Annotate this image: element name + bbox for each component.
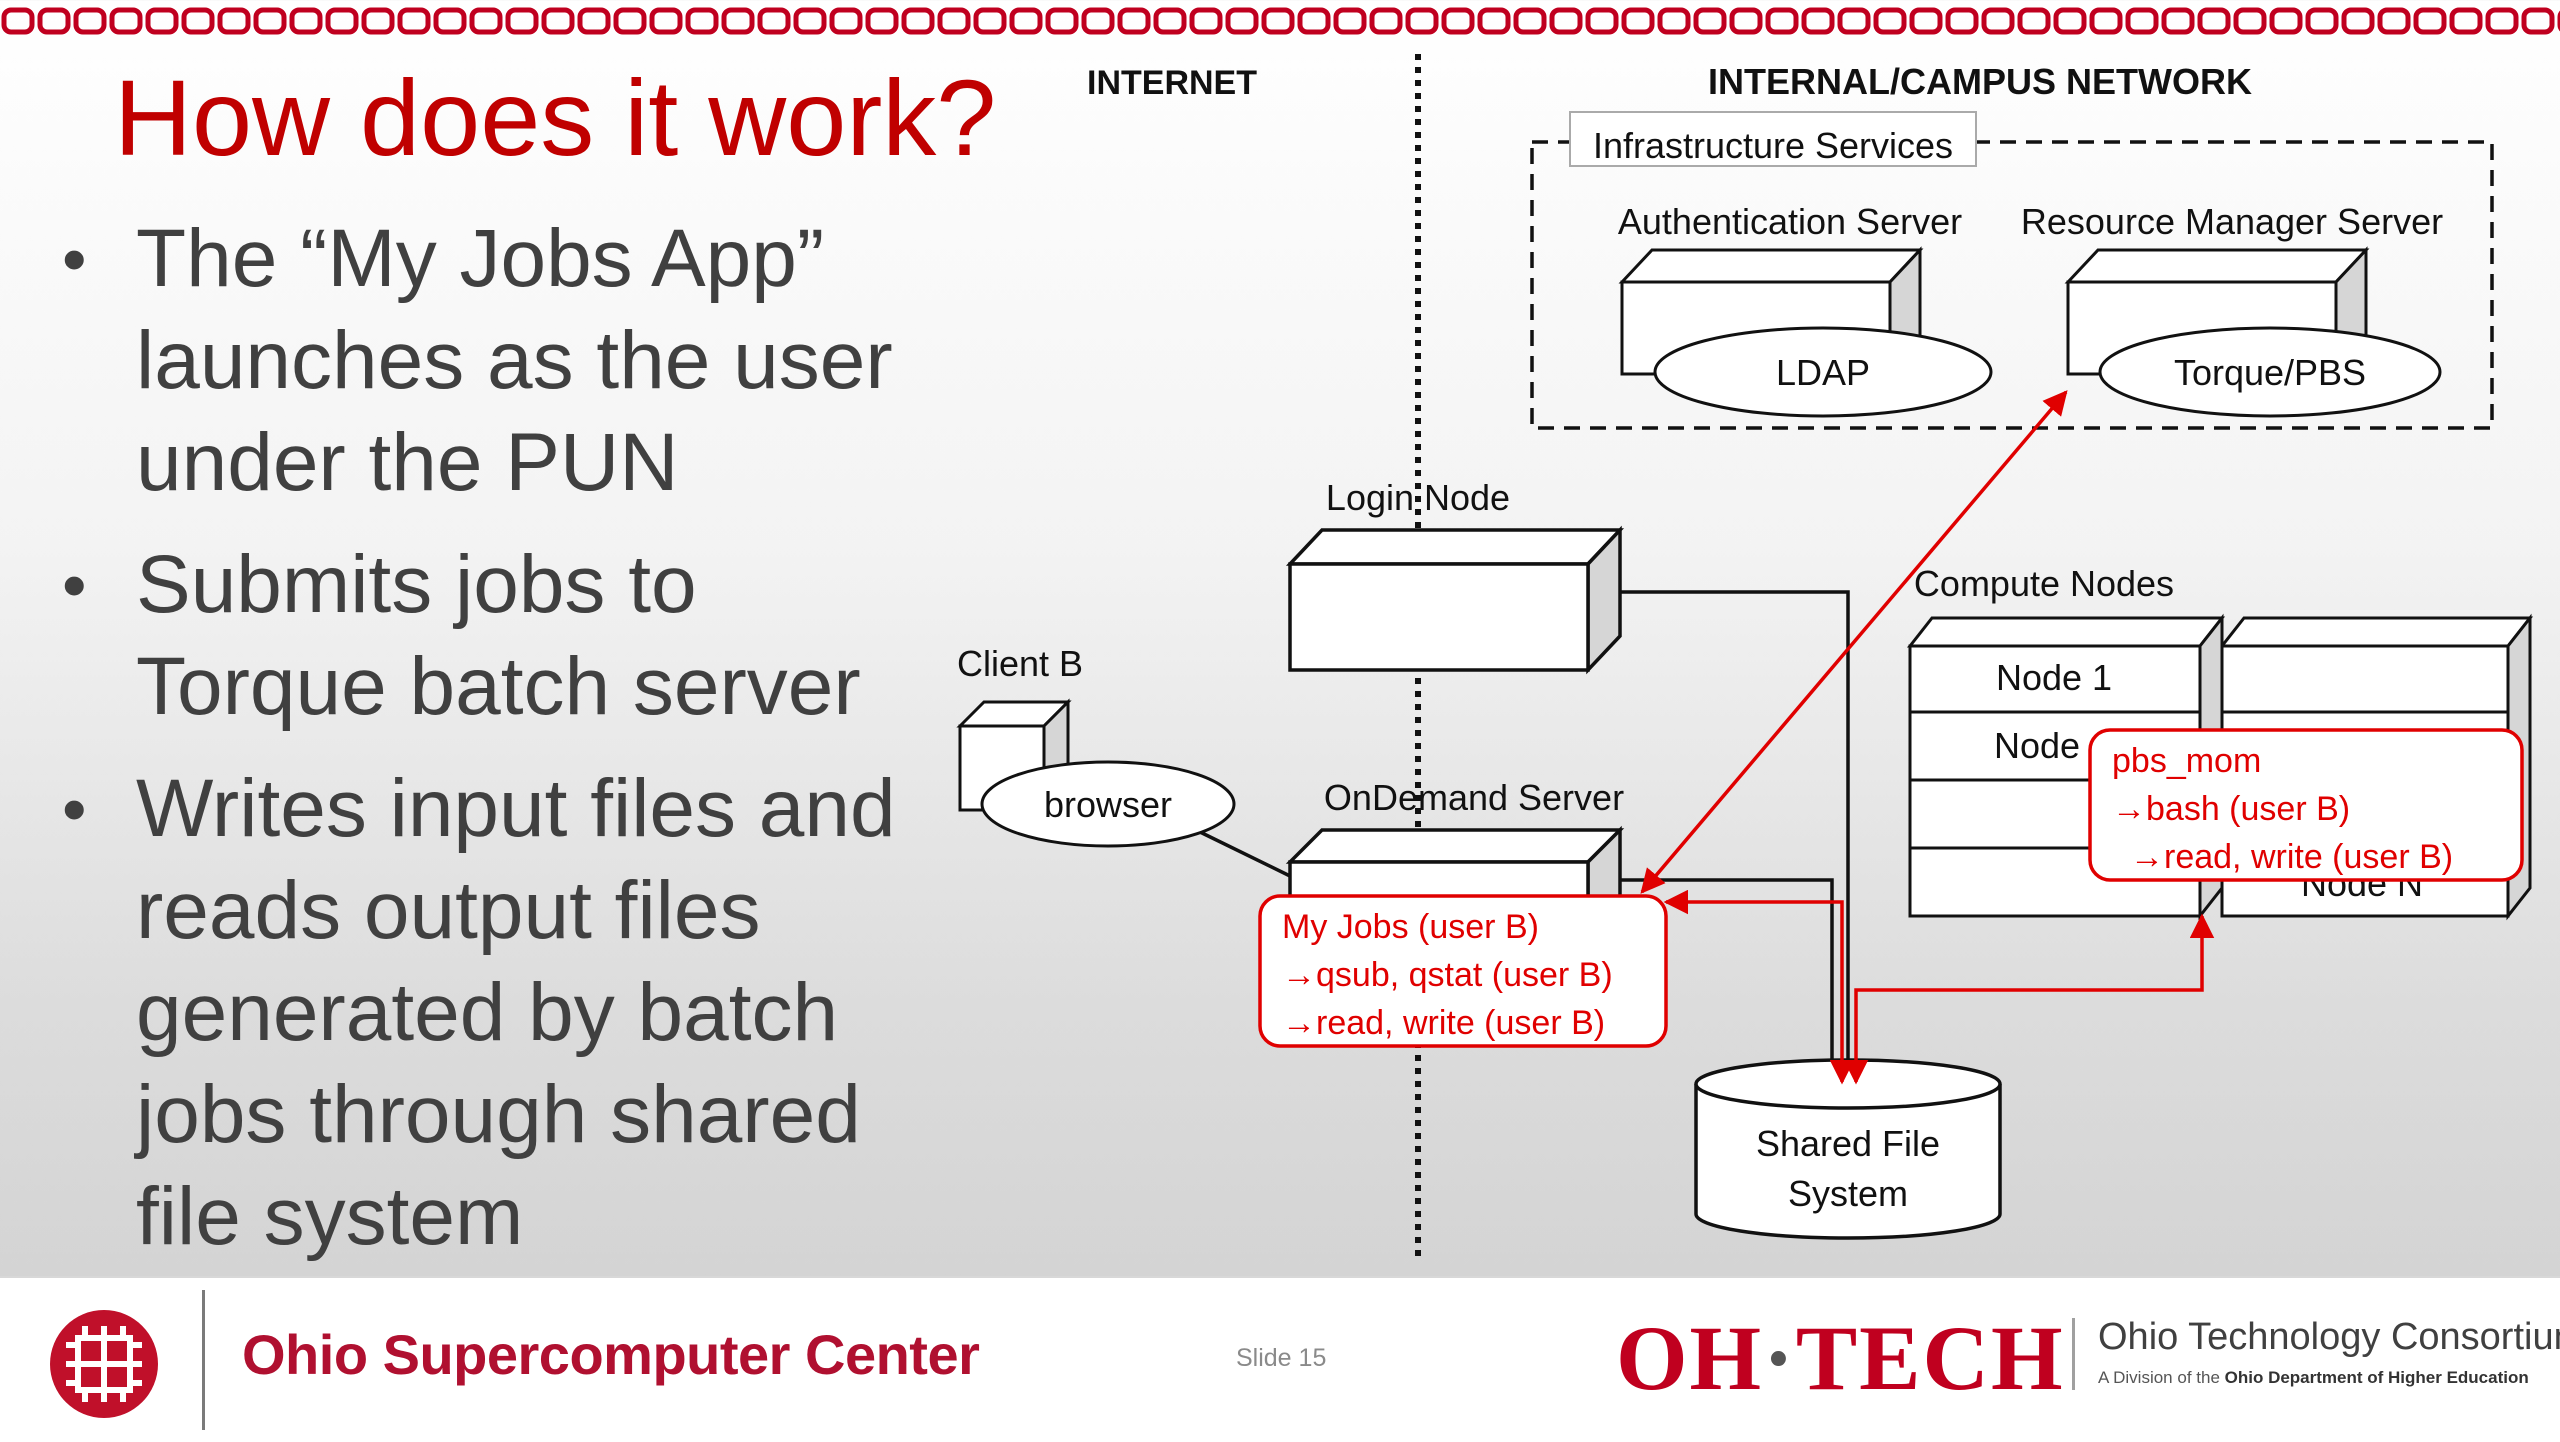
compute-fs-arrow [1843, 913, 2215, 1085]
myjobs-callout: My Jobs (user B) →qsub, qstat (user B) →… [1258, 894, 1668, 1048]
bullet-icon: • [62, 546, 87, 624]
authentication-server: Authentication Server LDAP [1618, 201, 1993, 418]
red-connections [1640, 390, 2215, 1085]
ohtech-logo: OH·TECH [1616, 1308, 2065, 1408]
footer-divider [202, 1290, 205, 1430]
bullet-icon: • [62, 770, 87, 848]
myjobs-line3: →read, write (user B) [1282, 1004, 1605, 1042]
browser-label: browser [1044, 784, 1172, 825]
pbs-line1: pbs_mom [2112, 742, 2261, 780]
bullet-icon: • [62, 220, 87, 298]
chain-border [0, 0, 2560, 44]
zone-label-internet: INTERNET [1087, 64, 1257, 102]
slide-title: How does it work? [114, 57, 997, 178]
pbs-mom-callout: pbs_mom →bash (user B) →read, write (use… [2088, 728, 2524, 882]
zone-label-internal: INTERNAL/CAMPUS NETWORK [1708, 61, 2252, 102]
pbs-line2: →bash (user B) [2112, 790, 2350, 828]
consortium-sub-bold: Ohio Department of Higher Education [2224, 1368, 2529, 1387]
ohtech-oh: OH [1616, 1307, 1764, 1409]
bullet-list: • The “My Jobs App” launches as the user … [62, 208, 962, 1288]
footer: Ohio Supercomputer Center Slide 15 OH·TE… [0, 1276, 2560, 1442]
client-b: Client B browser [956, 643, 1236, 848]
org-name: Ohio Supercomputer Center [242, 1323, 980, 1386]
ohtech-divider [2072, 1318, 2075, 1390]
torque-pbs-label: Torque/PBS [2174, 352, 2366, 393]
shared-fs-line1: Shared File [1756, 1123, 1940, 1164]
consortium-name: Ohio Technology Consortium [2098, 1316, 2560, 1358]
ondemand-server-label: OnDemand Server [1324, 777, 1624, 818]
pbs-line3: →read, write (user B) [2130, 838, 2453, 876]
browser-ellipse [980, 760, 1236, 848]
client-b-label: Client B [957, 643, 1083, 684]
bullet-item: • Writes input files and reads output fil… [62, 758, 962, 1268]
auth-server-label: Authentication Server [1618, 201, 1962, 242]
ohtech-tech: TECH [1795, 1307, 2065, 1409]
myjobs-line2: →qsub, qstat (user B) [1282, 956, 1613, 994]
node-1-label: Node 1 [1996, 657, 2112, 698]
bullet-text: Writes input files and reads output file… [136, 763, 896, 1262]
ondemand-fs-arrow [1663, 889, 1855, 1085]
bullet-item: • Submits jobs to Torque batch server [62, 534, 962, 738]
bullet-item: • The “My Jobs App” launches as the user … [62, 208, 962, 514]
slide-number: Slide 15 [1236, 1344, 1327, 1372]
torque-link-arrow [1640, 390, 2068, 894]
shared-fs-line2: System [1788, 1173, 1908, 1214]
bullet-text: Submits jobs to Torque batch server [136, 539, 861, 732]
login-node-label: Login Node [1326, 477, 1510, 518]
osc-chip-logo-icon [50, 1310, 158, 1418]
resource-manager-server: Resource Manager Server Torque/PBS [2021, 201, 2443, 418]
infrastructure-label: Infrastructure Services [1593, 125, 1953, 166]
myjobs-line1: My Jobs (user B) [1282, 908, 1539, 946]
compute-nodes-label: Compute Nodes [1914, 563, 2174, 604]
ohtech-dot: · [1763, 1307, 1796, 1409]
consortium-subtitle: A Division of the Ohio Department of Hig… [2098, 1368, 2529, 1388]
architecture-diagram: INTERNET INTERNAL/CAMPUS NETWORK Infrast… [956, 54, 2534, 1262]
login-node: Login Node [1285, 477, 1625, 675]
consortium-sub-prefix: A Division of the [2098, 1368, 2225, 1387]
resource-manager-label: Resource Manager Server [2021, 201, 2443, 242]
ldap-label: LDAP [1776, 352, 1870, 393]
bullet-text: The “My Jobs App” launches as the user u… [136, 213, 893, 508]
shared-file-system: Shared File System [1694, 1058, 2002, 1240]
node-2-label: Node [1994, 725, 2080, 766]
